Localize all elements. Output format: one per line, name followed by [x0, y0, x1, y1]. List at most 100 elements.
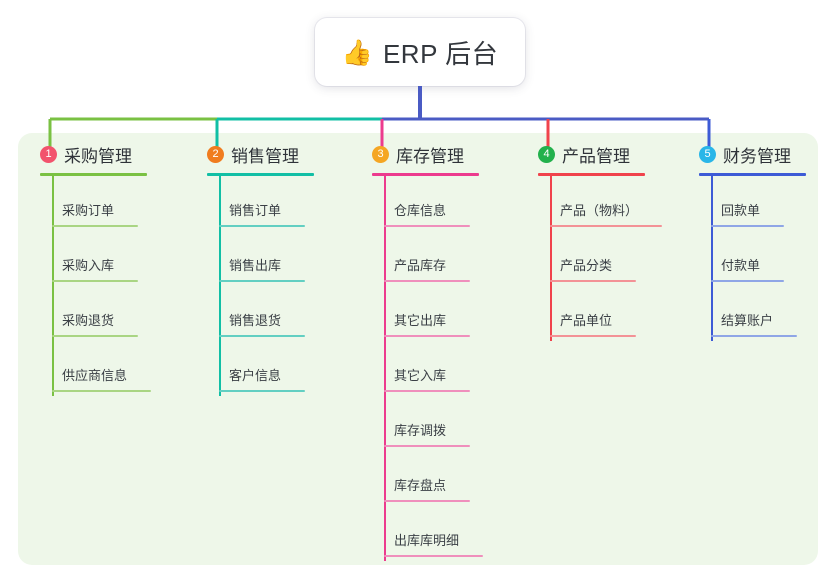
branch-header-underline — [207, 173, 314, 176]
branch-item-underline — [219, 335, 305, 337]
branch-item-underline — [384, 445, 470, 447]
branch-title: 产品管理 — [562, 146, 630, 166]
branch-item-label: 客户信息 — [229, 368, 282, 383]
branch-item[interactable]: 付款单 — [699, 231, 806, 286]
branch-item-underline — [219, 390, 305, 392]
branch-item-label: 销售退货 — [229, 313, 282, 328]
branch-item[interactable]: 采购订单 — [40, 176, 147, 231]
branch-item-underline — [550, 225, 662, 227]
branch-column-2: 2 销售管理销售订单销售出库销售退货客户信息 — [207, 141, 314, 396]
branch-item-underline — [384, 555, 483, 557]
branch-item-label: 其它出库 — [394, 313, 447, 328]
branch-column-4: 4 产品管理产品（物料） 产品分类产品单位 — [538, 141, 662, 341]
branch-header-5[interactable]: 5 财务管理 — [699, 141, 806, 167]
branch-header-underline — [699, 173, 806, 176]
branch-item[interactable]: 产品（物料） — [538, 176, 662, 231]
root-node-erp-backend[interactable]: 👍 ERP 后台 — [315, 18, 525, 86]
branch-item[interactable]: 库存盘点 — [372, 451, 479, 506]
branch-item[interactable]: 库存调拨 — [372, 396, 479, 451]
branch-item-label: 产品单位 — [560, 313, 613, 328]
branch-item-label: 供应商信息 — [62, 368, 128, 383]
branch-spine — [550, 176, 552, 341]
branch-item-underline — [219, 280, 305, 282]
branch-item-label: 其它入库 — [394, 368, 447, 383]
branch-item-label: 付款单 — [721, 258, 761, 273]
branch-spine — [384, 176, 386, 561]
branch-header-underline — [372, 173, 479, 176]
branch-header-4[interactable]: 4 产品管理 — [538, 141, 645, 167]
branch-item-label: 回款单 — [721, 203, 761, 218]
branch-header-underline — [538, 173, 645, 176]
branch-item-underline — [711, 335, 797, 337]
branch-title: 销售管理 — [231, 146, 299, 166]
branch-title: 财务管理 — [723, 146, 791, 166]
branch-item[interactable]: 仓库信息 — [372, 176, 479, 231]
branch-item-label: 结算账户 — [721, 313, 774, 328]
branch-item[interactable]: 产品库存 — [372, 231, 479, 286]
branch-item[interactable]: 销售订单 — [207, 176, 314, 231]
branch-column-3: 3 库存管理仓库信息产品库存其它出库其它入库库存调拨库存盘点出库库明细 — [372, 141, 483, 561]
branch-header-underline — [40, 173, 147, 176]
branch-item-list: 回款单付款单结算账户 — [699, 176, 806, 341]
branch-item-underline — [711, 280, 784, 282]
branch-item-label: 产品分类 — [560, 258, 613, 273]
branch-item[interactable]: 产品单位 — [538, 286, 645, 341]
branch-item[interactable]: 销售退货 — [207, 286, 314, 341]
branch-item-underline — [384, 500, 470, 502]
branch-item-underline — [384, 390, 470, 392]
branch-item-underline — [219, 225, 305, 227]
root-node-title: ERP 后台 — [382, 38, 499, 69]
branch-item[interactable]: 出库库明细 — [372, 506, 483, 561]
branch-item-list: 采购订单采购入库采购退货供应商信息 — [40, 176, 151, 396]
branch-number-badge: 1 — [40, 145, 57, 163]
branch-item-list: 产品（物料） 产品分类产品单位 — [538, 176, 662, 341]
branch-header-3[interactable]: 3 库存管理 — [372, 141, 479, 167]
branch-item[interactable]: 采购入库 — [40, 231, 147, 286]
branch-column-5: 5 财务管理回款单付款单结算账户 — [699, 141, 806, 341]
branch-header-1[interactable]: 1 采购管理 — [40, 141, 147, 167]
branch-item-label: 库存调拨 — [394, 423, 447, 438]
branch-item-underline — [52, 335, 138, 337]
branch-item[interactable]: 其它出库 — [372, 286, 479, 341]
branch-item[interactable]: 回款单 — [699, 176, 806, 231]
branch-spine — [219, 176, 221, 396]
branch-item-underline — [384, 335, 470, 337]
branch-item-list: 销售订单销售出库销售退货客户信息 — [207, 176, 314, 396]
branch-item[interactable]: 采购退货 — [40, 286, 147, 341]
branch-number-badge: 2 — [207, 145, 224, 163]
branch-title: 库存管理 — [396, 146, 464, 166]
branch-title: 采购管理 — [64, 146, 132, 166]
branches-panel — [18, 133, 818, 565]
branch-item-underline — [52, 390, 151, 392]
branch-item-label: 库存盘点 — [394, 478, 447, 493]
branch-item[interactable]: 供应商信息 — [40, 341, 151, 396]
branch-item-label: 出库库明细 — [394, 533, 460, 548]
branch-spine — [52, 176, 54, 396]
branch-header-2[interactable]: 2 销售管理 — [207, 141, 314, 167]
branch-item-underline — [52, 280, 138, 282]
branch-number-badge: 4 — [538, 145, 555, 163]
branch-item-underline — [52, 225, 138, 227]
thumbs-up-icon: 👍 — [341, 37, 373, 67]
branch-item-label: 销售订单 — [229, 203, 282, 218]
root-node-content: 👍 ERP 后台 — [342, 34, 498, 71]
branch-item-list: 仓库信息产品库存其它出库其它入库库存调拨库存盘点出库库明细 — [372, 176, 483, 561]
branch-spine — [711, 176, 713, 341]
branch-item-underline — [384, 280, 470, 282]
branch-item-underline — [550, 335, 636, 337]
branch-number-badge: 3 — [372, 145, 389, 163]
branch-item[interactable]: 产品分类 — [538, 231, 645, 286]
branch-item-label: 产品库存 — [394, 258, 447, 273]
branch-item-label: 采购入库 — [62, 258, 115, 273]
branch-item-label: 采购退货 — [62, 313, 115, 328]
branch-item-underline — [711, 225, 784, 227]
branch-item-underline — [384, 225, 470, 227]
branch-item[interactable]: 客户信息 — [207, 341, 314, 396]
branch-item[interactable]: 销售出库 — [207, 231, 314, 286]
branch-column-1: 1 采购管理采购订单采购入库采购退货供应商信息 — [40, 141, 151, 396]
branch-item-label: 采购订单 — [62, 203, 115, 218]
branch-number-badge: 5 — [699, 145, 716, 163]
branch-item[interactable]: 其它入库 — [372, 341, 479, 396]
branch-item[interactable]: 结算账户 — [699, 286, 806, 341]
